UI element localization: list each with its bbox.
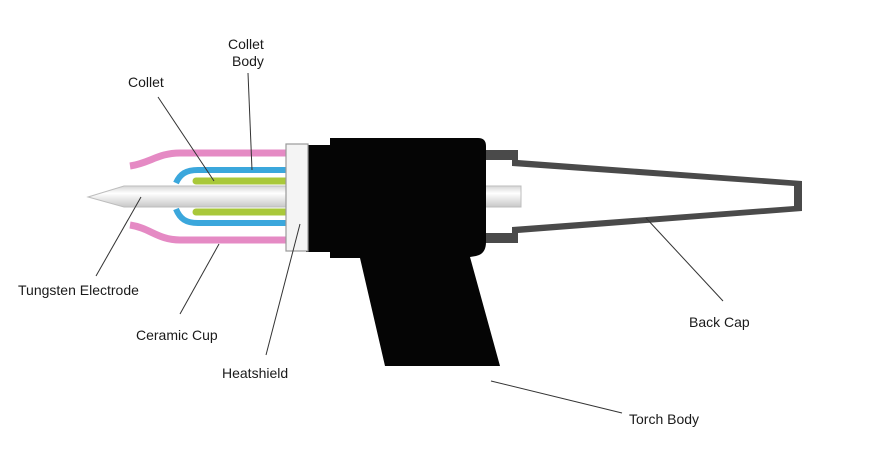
- collet: [192, 177, 292, 216]
- labels: Collet Body Collet Tungsten Electrode Ce…: [18, 36, 750, 427]
- ceramic-cup-top: [129, 149, 288, 170]
- back-cap-inner: [486, 160, 794, 233]
- label-collet-body-line1: Collet: [228, 36, 264, 52]
- leader-ceramic-cup: [179, 243, 220, 315]
- leader-tungsten-electrode: [95, 196, 142, 277]
- leader-heatshield: [265, 223, 301, 356]
- heatshield-shape: [285, 143, 309, 252]
- leader-collet: [157, 96, 215, 182]
- leader-back-cap: [645, 217, 724, 302]
- collet-body-bottom: [173, 207, 288, 226]
- heatshield: [285, 143, 309, 252]
- leader-collet-body: [247, 72, 253, 171]
- leader-lines: [95, 72, 724, 414]
- label-collet: Collet: [128, 74, 164, 90]
- back-cap: [484, 150, 802, 243]
- label-heatshield: Heatshield: [222, 365, 288, 381]
- collet-body: [173, 167, 288, 226]
- torch-body-shape: [306, 138, 500, 366]
- label-ceramic-cup: Ceramic Cup: [136, 327, 218, 343]
- label-collet-body-line2: Body: [232, 53, 264, 69]
- collet-body-top: [173, 167, 288, 185]
- label-back-cap: Back Cap: [689, 314, 750, 330]
- torch-body: [306, 138, 500, 366]
- label-tungsten-electrode: Tungsten Electrode: [18, 282, 139, 298]
- label-torch-body: Torch Body: [629, 411, 699, 427]
- ceramic-cup: [129, 149, 288, 244]
- leader-torch-body: [490, 380, 623, 414]
- ceramic-cup-bottom: [129, 221, 288, 244]
